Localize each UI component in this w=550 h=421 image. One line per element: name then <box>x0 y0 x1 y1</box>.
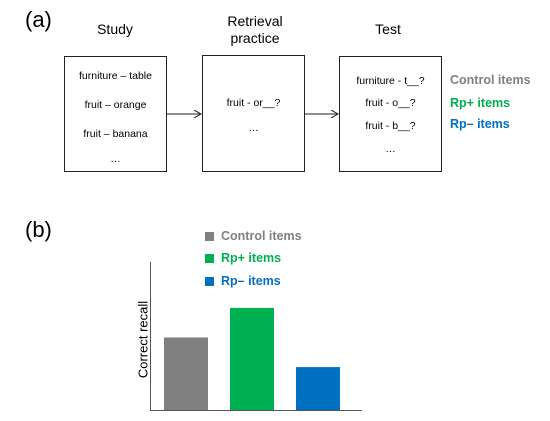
study-title: Study <box>97 21 133 37</box>
retrieval-item: fruit - or__? <box>226 97 281 109</box>
study-item: … <box>110 153 121 165</box>
study-item: furniture – table <box>79 70 152 82</box>
test-item: furniture - t__? <box>356 75 425 87</box>
panel-a-label: (a) <box>25 7 52 32</box>
control-items-label: Control items <box>450 73 531 87</box>
test-item: … <box>385 143 396 155</box>
study-item: fruit – banana <box>83 128 148 140</box>
retrieval-practice-title: Retrieval practice <box>227 13 283 46</box>
legend-swatch-control <box>205 231 214 241</box>
bar-control <box>164 337 208 410</box>
retrieval-practice-box: fruit - or__? … <box>202 55 305 172</box>
bar-rp-minus <box>296 367 340 410</box>
test-title: Test <box>375 21 401 37</box>
legend-swatch-rp-minus <box>205 276 214 286</box>
legend-rp-plus: Rp+ items <box>205 250 281 266</box>
retrieval-item: … <box>248 122 259 134</box>
panel-b-label: (b) <box>25 217 52 242</box>
legend-rp-minus: Rp– items <box>205 273 281 289</box>
legend-control: Control items <box>205 228 302 244</box>
study-item: fruit – orange <box>84 99 147 111</box>
rp-plus-items-label: Rp+ items <box>450 96 511 110</box>
legend-label-rp-plus: Rp+ items <box>221 251 282 265</box>
legend-label-rp-minus: Rp– items <box>221 274 281 288</box>
test-box: furniture - t__? fruit - o__? fruit - b_… <box>339 56 442 172</box>
rp-minus-items-label: Rp– items <box>450 117 510 131</box>
legend-swatch-rp-plus <box>205 253 214 263</box>
test-item: fruit - o__? <box>365 97 416 109</box>
bar-rp-plus <box>230 307 274 410</box>
test-item: fruit - b__? <box>365 120 416 132</box>
legend-label-control: Control items <box>221 229 302 243</box>
study-box: furniture – table fruit – orange fruit –… <box>64 56 167 172</box>
bars-group <box>164 307 340 410</box>
